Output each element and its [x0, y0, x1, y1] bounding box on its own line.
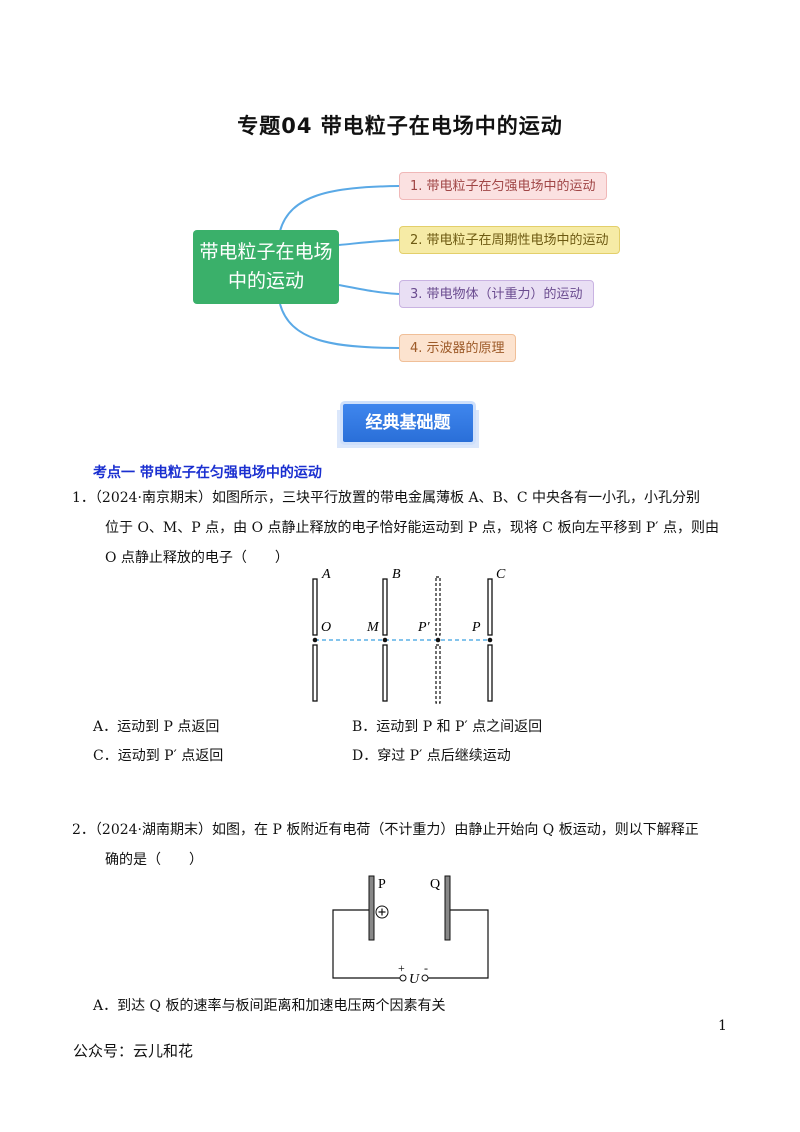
label-q: Q: [430, 877, 440, 892]
question-1-line-2: 位于 O、M、P 点，由 O 点静止释放的电子恰好能运动到 P 点，现将 C 板…: [105, 520, 719, 536]
mind-map-branch-4: 4. 示波器的原理: [399, 334, 516, 362]
question-1-line-3: O 点静止释放的电子（ ）: [105, 550, 289, 566]
point-o: [312, 637, 318, 643]
plate-a-bottom: [312, 644, 318, 702]
label-p: P: [471, 620, 481, 635]
label-u: U: [409, 972, 420, 986]
question-2-line-2: 确的是（ ）: [105, 852, 203, 868]
plate-p-prime-top: [435, 576, 441, 636]
negative-terminal: [421, 974, 429, 982]
section-heading: 考点一 带电粒子在匀强电场中的运动: [93, 465, 322, 481]
mind-map-connectors: [279, 185, 400, 349]
footer-text: 公众号：云儿和花: [73, 1042, 194, 1060]
question-1-figure: A B C O M P′ P: [312, 567, 506, 704]
mind-map-center: 带电粒子在电场中的运动: [193, 230, 339, 304]
label-b: B: [392, 567, 401, 582]
mind-map-branch-1: 1. 带电粒子在匀强电场中的运动: [399, 172, 607, 200]
question-2-number: 2．: [72, 822, 95, 838]
label-c: C: [496, 567, 506, 582]
question-1-option-a[interactable]: A．运动到 P 点返回: [93, 719, 220, 735]
question-1-option-b[interactable]: B．运动到 P 和 P′ 点之间返回: [352, 719, 543, 735]
question-1-number: 1．: [72, 490, 95, 506]
question-2-option-a[interactable]: A．到达 Q 板的速率与板间距离和加速电压两个因素有关: [93, 998, 446, 1014]
positive-terminal: [399, 974, 407, 982]
label-plus: +: [398, 961, 405, 975]
question-1-option-c[interactable]: C．运动到 P′ 点返回: [93, 748, 224, 764]
point-p: [487, 637, 493, 643]
label-p: P: [378, 877, 386, 892]
question-1-line-1: （2024·南京期末）如图所示，三块平行放置的带电金属薄板 A、B、C 中央各有…: [94, 490, 701, 506]
page-number: 1: [718, 1018, 727, 1034]
label-m: M: [366, 620, 380, 635]
label-p-prime: P′: [417, 620, 431, 635]
plate-c-bottom: [487, 644, 493, 702]
plate-c-top: [487, 578, 493, 636]
point-p-prime: [435, 637, 441, 643]
plate-p-prime-bottom: [435, 644, 441, 704]
question-2: 2．（2024·湖南期末）如图，在 P 板附近有电荷（不计重力）由静止开始向 Q…: [72, 815, 732, 875]
plate-b-bottom: [382, 644, 388, 702]
mind-map-branch-3: 3. 带电物体（计重力）的运动: [399, 280, 594, 308]
label-a: A: [321, 567, 331, 582]
plate-a-top: [312, 578, 318, 636]
page-title: 专题04 带电粒子在电场中的运动: [237, 114, 563, 138]
question-1-option-d[interactable]: D．穿过 P′ 点后继续运动: [352, 748, 511, 764]
plate-b-top: [382, 578, 388, 636]
plate-p: [368, 875, 375, 941]
question-1: 1．（2024·南京期末）如图所示，三块平行放置的带电金属薄板 A、B、C 中央…: [72, 483, 732, 573]
section-badge: 经典基础题: [337, 400, 479, 448]
question-2-line-1: （2024·湖南期末）如图，在 P 板附近有电荷（不计重力）由静止开始向 Q 板…: [94, 822, 699, 838]
point-m: [382, 637, 388, 643]
mind-map-branch-2: 2. 带电粒子在周期性电场中的运动: [399, 226, 620, 254]
mind-map: 带电粒子在电场中的运动 1. 带电粒子在匀强电场中的运动 2. 带电粒子在周期性…: [180, 165, 640, 375]
section-badge-label: 经典基础题: [343, 404, 473, 442]
label-minus: -: [424, 961, 428, 975]
plate-q: [444, 875, 451, 941]
label-o: O: [321, 620, 331, 635]
question-2-figure: P Q + - U: [332, 875, 489, 986]
